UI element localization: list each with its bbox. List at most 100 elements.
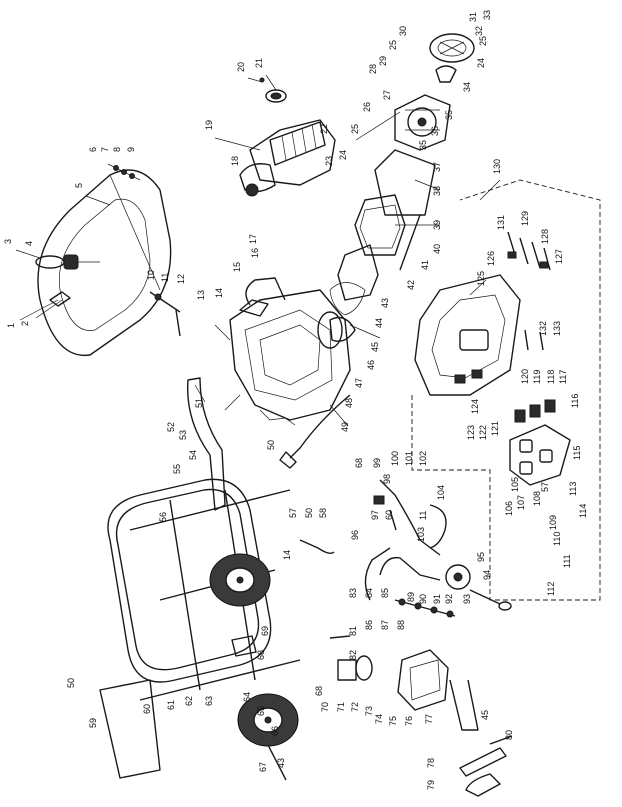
callout-6: 6 bbox=[88, 147, 98, 152]
pull-start-assembly bbox=[364, 547, 512, 611]
fuel-valve bbox=[149, 291, 181, 337]
fuel-hose-fitting bbox=[279, 451, 297, 469]
callout-25: 25 bbox=[388, 40, 398, 50]
engine bbox=[214, 277, 351, 426]
callout-65: 65 bbox=[256, 706, 266, 716]
callout-128: 128 bbox=[540, 229, 550, 244]
callout-127: 127 bbox=[554, 249, 564, 264]
ground-wire bbox=[299, 539, 335, 555]
callout-111: 111 bbox=[562, 554, 572, 568]
callout-125: 125 bbox=[476, 271, 486, 286]
callout-104: 104 bbox=[436, 485, 446, 500]
callout-56: 56 bbox=[158, 512, 168, 522]
callout-25: 25 bbox=[478, 36, 488, 46]
callout-26: 26 bbox=[362, 102, 372, 112]
callout-54: 54 bbox=[188, 450, 198, 460]
callout-89: 89 bbox=[406, 592, 416, 602]
callout-19: 19 bbox=[204, 120, 214, 130]
callout-21: 21 bbox=[254, 58, 264, 68]
callout-23: 23 bbox=[324, 156, 334, 166]
callout-84: 84 bbox=[364, 588, 374, 598]
callout-68: 68 bbox=[314, 686, 324, 696]
callout-113: 113 bbox=[568, 482, 578, 496]
rear-fan-cover bbox=[429, 33, 475, 83]
callout-88: 88 bbox=[396, 620, 406, 630]
callout-1: 1 bbox=[6, 323, 16, 328]
callout-30: 30 bbox=[398, 26, 408, 36]
wiring-harness bbox=[373, 479, 447, 556]
callout-37: 37 bbox=[432, 162, 442, 172]
leader-lines bbox=[15, 74, 501, 427]
callout-41: 41 bbox=[420, 260, 430, 270]
callout-18: 18 bbox=[230, 156, 240, 166]
callout-108: 108 bbox=[532, 491, 542, 506]
callout-50: 50 bbox=[266, 440, 276, 450]
callout-80: 80 bbox=[504, 730, 514, 740]
tank-mount-bolts bbox=[107, 163, 141, 181]
callout-13: 13 bbox=[196, 290, 206, 300]
callout-76: 76 bbox=[404, 716, 414, 726]
callout-10: 10 bbox=[146, 270, 156, 280]
callout-12: 12 bbox=[176, 274, 186, 284]
fuel-cap bbox=[35, 254, 100, 270]
callout-106: 106 bbox=[504, 501, 514, 516]
callout-50: 50 bbox=[304, 508, 314, 518]
callout-91: 91 bbox=[432, 594, 442, 604]
callout-11: 11 bbox=[418, 511, 428, 520]
callout-97: 97 bbox=[370, 510, 380, 520]
callout-49: 49 bbox=[340, 422, 350, 432]
callout-20: 20 bbox=[236, 62, 246, 72]
callout-24: 24 bbox=[476, 58, 486, 68]
callout-83: 83 bbox=[348, 588, 358, 598]
callout-102: 102 bbox=[418, 451, 428, 466]
callout-40: 40 bbox=[432, 244, 442, 254]
callout-2: 2 bbox=[20, 321, 30, 326]
wheel-rear bbox=[237, 693, 299, 747]
valve-parts bbox=[394, 598, 456, 618]
callout-24: 24 bbox=[338, 150, 348, 160]
tool-kit bbox=[459, 735, 513, 797]
callout-79: 79 bbox=[426, 780, 436, 790]
callout-126: 126 bbox=[486, 251, 496, 266]
callout-119: 119 bbox=[532, 370, 542, 384]
callout-48: 48 bbox=[344, 398, 354, 408]
axle bbox=[267, 744, 287, 781]
callout-51: 51 bbox=[194, 398, 204, 408]
fuel-tank bbox=[37, 169, 172, 357]
callout-15: 15 bbox=[232, 262, 242, 272]
callout-50: 50 bbox=[66, 678, 76, 688]
callout-86: 86 bbox=[364, 620, 374, 630]
callout-38: 38 bbox=[432, 186, 442, 196]
callout-109: 109 bbox=[548, 515, 558, 530]
frame bbox=[107, 478, 301, 701]
callout-117: 117 bbox=[558, 370, 568, 384]
through-bolt bbox=[355, 111, 401, 141]
callout-115: 115 bbox=[572, 446, 582, 460]
callout-44: 44 bbox=[374, 318, 384, 328]
callout-16: 16 bbox=[250, 248, 260, 258]
callout-87: 87 bbox=[380, 620, 390, 630]
vibration-mounts bbox=[329, 635, 373, 681]
callout-75: 75 bbox=[388, 716, 398, 726]
callout-77: 77 bbox=[424, 714, 434, 724]
callout-98: 98 bbox=[382, 474, 392, 484]
callout-85: 85 bbox=[380, 588, 390, 598]
callout-7: 7 bbox=[100, 147, 110, 152]
callout-92: 92 bbox=[444, 594, 454, 604]
callout-74: 74 bbox=[374, 714, 384, 724]
callout-45: 45 bbox=[370, 342, 380, 352]
callout-66: 66 bbox=[270, 726, 280, 736]
callout-116: 116 bbox=[570, 394, 580, 408]
callout-3: 3 bbox=[3, 239, 13, 244]
callout-100: 100 bbox=[390, 451, 400, 466]
callout-120: 120 bbox=[520, 369, 530, 384]
callout-90: 90 bbox=[418, 594, 428, 604]
wheel-front bbox=[209, 553, 271, 607]
alternator bbox=[329, 149, 436, 342]
callout-14: 14 bbox=[282, 550, 292, 560]
callout-43: 43 bbox=[276, 758, 286, 768]
callout-68: 68 bbox=[256, 650, 266, 660]
fuel-hose bbox=[289, 394, 351, 459]
